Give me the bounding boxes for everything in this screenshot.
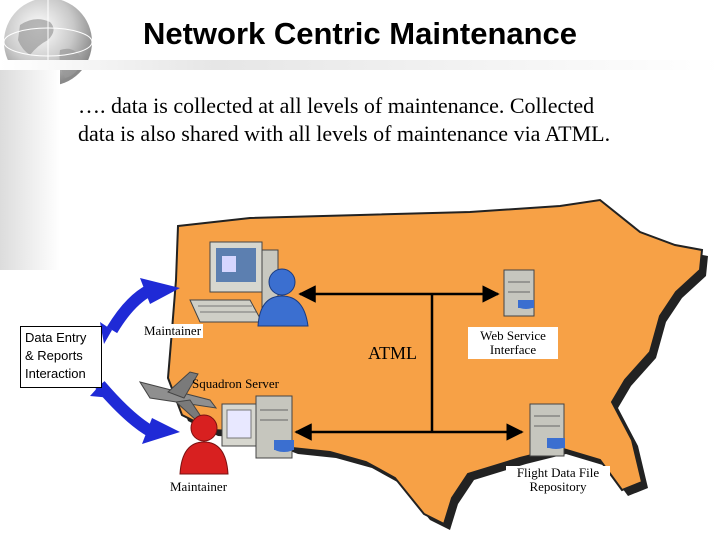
slide-title: Network Centric Maintenance — [142, 16, 578, 51]
squadron-server-icon — [221, 395, 294, 459]
data-entry-lower-arrow — [90, 381, 180, 444]
slide-bullet-text: …. data is collected at all levels of ma… — [78, 93, 611, 146]
person-blue-icon — [257, 268, 309, 327]
maintainer-bottom-label: Maintainer — [170, 479, 228, 494]
flight-data-server-icon — [529, 403, 565, 457]
flight-data-label: Flight Data File Repository — [506, 466, 610, 494]
web-service-label: Web Service Interface — [468, 327, 558, 359]
left-decoration-strip — [0, 70, 60, 270]
person-red-icon — [179, 414, 229, 475]
data-entry-upper-arrow — [100, 278, 180, 344]
atml-label: ATML — [368, 343, 417, 363]
data-entry-box: Data Entry & Reports Interaction — [20, 326, 102, 388]
title-underline — [0, 60, 720, 70]
maintainer-top-label: Maintainer — [142, 323, 204, 338]
data-entry-label: Data Entry & Reports Interaction — [25, 330, 87, 381]
web-service-server-icon — [503, 269, 535, 317]
aircraft-icon — [138, 371, 218, 421]
squadron-server-label: Squadron Server — [192, 376, 280, 391]
